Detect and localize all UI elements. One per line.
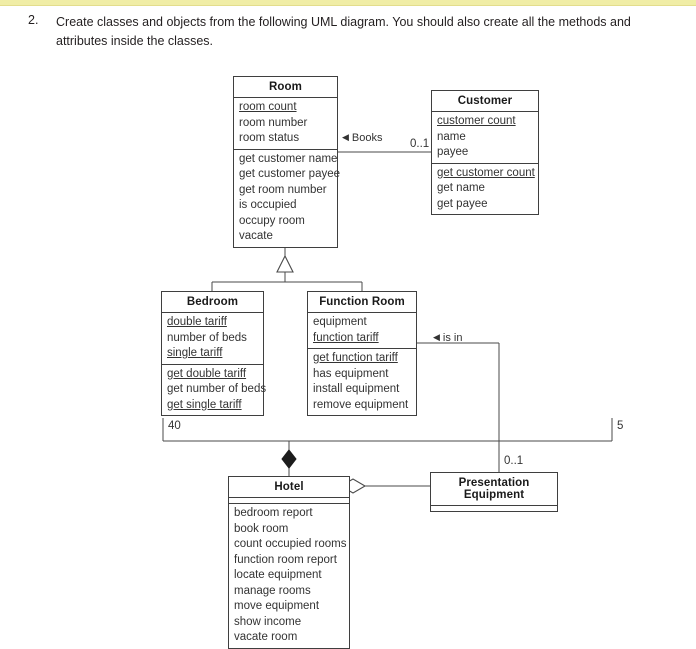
method: book room (234, 522, 289, 535)
association-label-is-in-text: is in (442, 332, 463, 344)
class-title-customer: Customer (432, 91, 538, 112)
attribute: double tariff (167, 316, 227, 328)
class-box-room[interactable]: Room room count room number room status … (233, 76, 341, 248)
class-methods-room: get customer name get customer payee get… (234, 150, 341, 247)
multiplicity-hotel-bedroom: 40 (168, 420, 181, 432)
multiplicity-books: 0..1 (410, 138, 430, 150)
class-box-function-room[interactable]: Function Room equipment function tariff … (307, 291, 417, 416)
method: get room number (239, 183, 327, 196)
class-title-bedroom: Bedroom (162, 292, 263, 313)
association-label-books-text: Books (351, 132, 383, 144)
attribute: customer count (437, 115, 516, 127)
association-label-books: ◀Books (342, 132, 383, 144)
method: function room report (234, 553, 337, 566)
composition-diamond-icon (281, 449, 297, 469)
generalization-triangle-icon (276, 254, 294, 273)
method: get name (437, 182, 485, 194)
method: count occupied rooms (234, 538, 347, 550)
class-box-presentation-equipment[interactable]: Presentation Equipment (430, 472, 558, 512)
method: get payee (437, 197, 488, 210)
class-attributes-function-room: equipment function tariff (308, 313, 416, 349)
method: get single tariff (167, 398, 242, 411)
class-box-customer[interactable]: Customer customer count name payee get c… (431, 90, 539, 215)
attribute: number of beds (167, 331, 247, 344)
method: get number of beds (167, 383, 267, 395)
class-attributes-hotel (229, 498, 349, 504)
class-attributes-presentation-equipment (431, 506, 557, 511)
class-methods-hotel: bedroom report book room count occupied … (229, 504, 349, 648)
attribute: single tariff (167, 347, 223, 359)
class-methods-customer: get customer count get name get payee (432, 164, 538, 215)
class-title-room: Room (234, 77, 337, 98)
method: get function tariff (313, 352, 398, 364)
class-attributes-bedroom: double tariff number of beds single tari… (162, 313, 263, 365)
method: occupy room (239, 214, 305, 227)
class-title-hotel: Hotel (229, 477, 349, 498)
attribute: room status (239, 132, 300, 144)
class-box-hotel[interactable]: Hotel bedroom report book room count occ… (228, 476, 350, 649)
attribute: room count (239, 101, 297, 113)
method: is occupied (239, 199, 297, 211)
class-attributes-customer: customer count name payee (432, 112, 538, 164)
association-label-is-in: ◀is in (433, 332, 462, 344)
class-methods-bedroom: get double tariff get number of beds get… (162, 365, 267, 416)
method: has equipment (313, 367, 389, 380)
question-block: 2. Create classes and objects from the f… (28, 13, 648, 51)
method: get customer name (239, 152, 338, 165)
method: get customer count (437, 166, 535, 179)
method: vacate room (234, 631, 298, 643)
method: locate equipment (234, 569, 322, 581)
question-text: Create classes and objects from the foll… (56, 15, 631, 48)
method: show income (234, 615, 302, 628)
multiplicity-hotel-function-room: 5 (617, 420, 624, 432)
left-triangle-icon: ◀ (433, 332, 440, 342)
class-title-presentation-equipment: Presentation Equipment (431, 473, 557, 506)
class-box-bedroom[interactable]: Bedroom double tariff number of beds sin… (161, 291, 267, 416)
class-attributes-room: room count room number room status (234, 98, 337, 150)
attribute: equipment (313, 316, 367, 328)
method: vacate (239, 230, 273, 242)
class-methods-function-room: get function tariff has equipment instal… (308, 349, 416, 415)
question-number: 2. (28, 13, 39, 27)
method: bedroom report (234, 507, 313, 519)
attribute: name (437, 130, 466, 143)
method: get customer payee (239, 168, 341, 180)
method: remove equipment (313, 398, 409, 411)
method: move equipment (234, 600, 320, 612)
left-triangle-icon: ◀ (342, 132, 349, 142)
class-title-function-room: Function Room (308, 292, 416, 313)
method: manage rooms (234, 584, 311, 597)
method: get double tariff (167, 367, 247, 380)
attribute: function tariff (313, 331, 379, 344)
attribute: payee (437, 146, 469, 158)
page-top-band (0, 0, 696, 6)
method: install equipment (313, 383, 400, 395)
multiplicity-is-in: 0..1 (504, 455, 524, 467)
attribute: room number (239, 116, 308, 129)
